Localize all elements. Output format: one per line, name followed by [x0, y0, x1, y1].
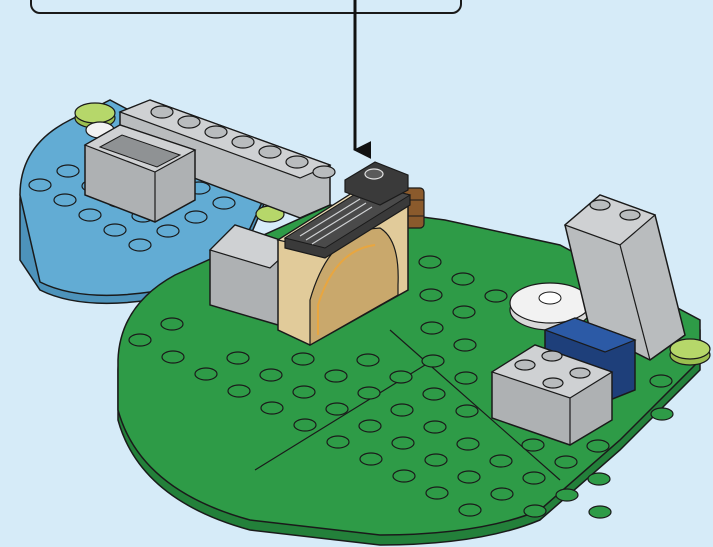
green-stud [422, 387, 446, 401]
dark-gray-tile [283, 161, 412, 259]
green-stud [425, 486, 449, 500]
green-stud [292, 385, 316, 399]
gray-wall-stud [231, 135, 255, 149]
green-stud [357, 386, 381, 400]
gray-wall-studs [150, 105, 336, 179]
green-stud [418, 255, 442, 269]
green-stud [455, 404, 479, 418]
blue-stud [103, 223, 127, 237]
green-stud [523, 504, 547, 518]
green-stud [588, 505, 612, 519]
green-stud [521, 438, 545, 452]
green-stud [259, 368, 283, 382]
green-stud [454, 371, 478, 385]
green-stud [293, 418, 317, 432]
green-stud [390, 403, 414, 417]
blue-stud [156, 224, 180, 238]
blue-stud [53, 193, 77, 207]
green-stud [359, 452, 383, 466]
green-stud [649, 374, 673, 388]
green-stud [358, 419, 382, 433]
green-stud [555, 488, 579, 502]
green-stud [392, 469, 416, 483]
gray-wall-stud [285, 155, 309, 169]
green-stud [326, 435, 350, 449]
green-stud [522, 471, 546, 485]
green-stud [419, 288, 443, 302]
green-stud [490, 487, 514, 501]
green-stud [554, 455, 578, 469]
green-stud [227, 384, 251, 398]
blue-stud [56, 164, 80, 178]
green-stud [456, 437, 480, 451]
green-stud [391, 436, 415, 450]
gray-wall [118, 99, 336, 219]
green-stud [324, 369, 348, 383]
green-stud [291, 352, 315, 366]
green-stud [160, 317, 184, 331]
gray-brick-right [490, 344, 614, 446]
green-stud [424, 453, 448, 467]
gray-brick-right-studs [514, 350, 591, 389]
green-stud [484, 289, 508, 303]
blue-stud [128, 238, 152, 252]
green-stud [194, 367, 218, 381]
green-stud [128, 333, 152, 347]
green-stud [586, 439, 610, 453]
green-stud [457, 470, 481, 484]
green-stud [458, 503, 482, 517]
blue-stud [28, 178, 52, 192]
gray-brick-left [208, 224, 297, 332]
green-stud [260, 401, 284, 415]
blue-stud [78, 208, 102, 222]
green-stud [451, 272, 475, 286]
gray-wall-stud [258, 145, 282, 159]
green-stud [325, 402, 349, 416]
green-stud [489, 454, 513, 468]
gray-wall-stud [312, 165, 336, 179]
green-stud [650, 407, 674, 421]
green-stud [421, 354, 445, 368]
gray-wall-stud [177, 115, 201, 129]
green-stud [423, 420, 447, 434]
green-stud [226, 351, 250, 365]
blue-stud [184, 210, 208, 224]
green-plate-studs [128, 255, 674, 519]
green-stud [420, 321, 444, 335]
blue-stud [212, 196, 236, 210]
green-stud [161, 350, 185, 364]
gray-wall-stud [204, 125, 228, 139]
gray-wall-stud [150, 105, 174, 119]
green-stud [587, 472, 611, 486]
green-stud [389, 370, 413, 384]
gray-container [83, 124, 197, 223]
green-stud [356, 353, 380, 367]
green-stud [452, 305, 476, 319]
green-stud [453, 338, 477, 352]
